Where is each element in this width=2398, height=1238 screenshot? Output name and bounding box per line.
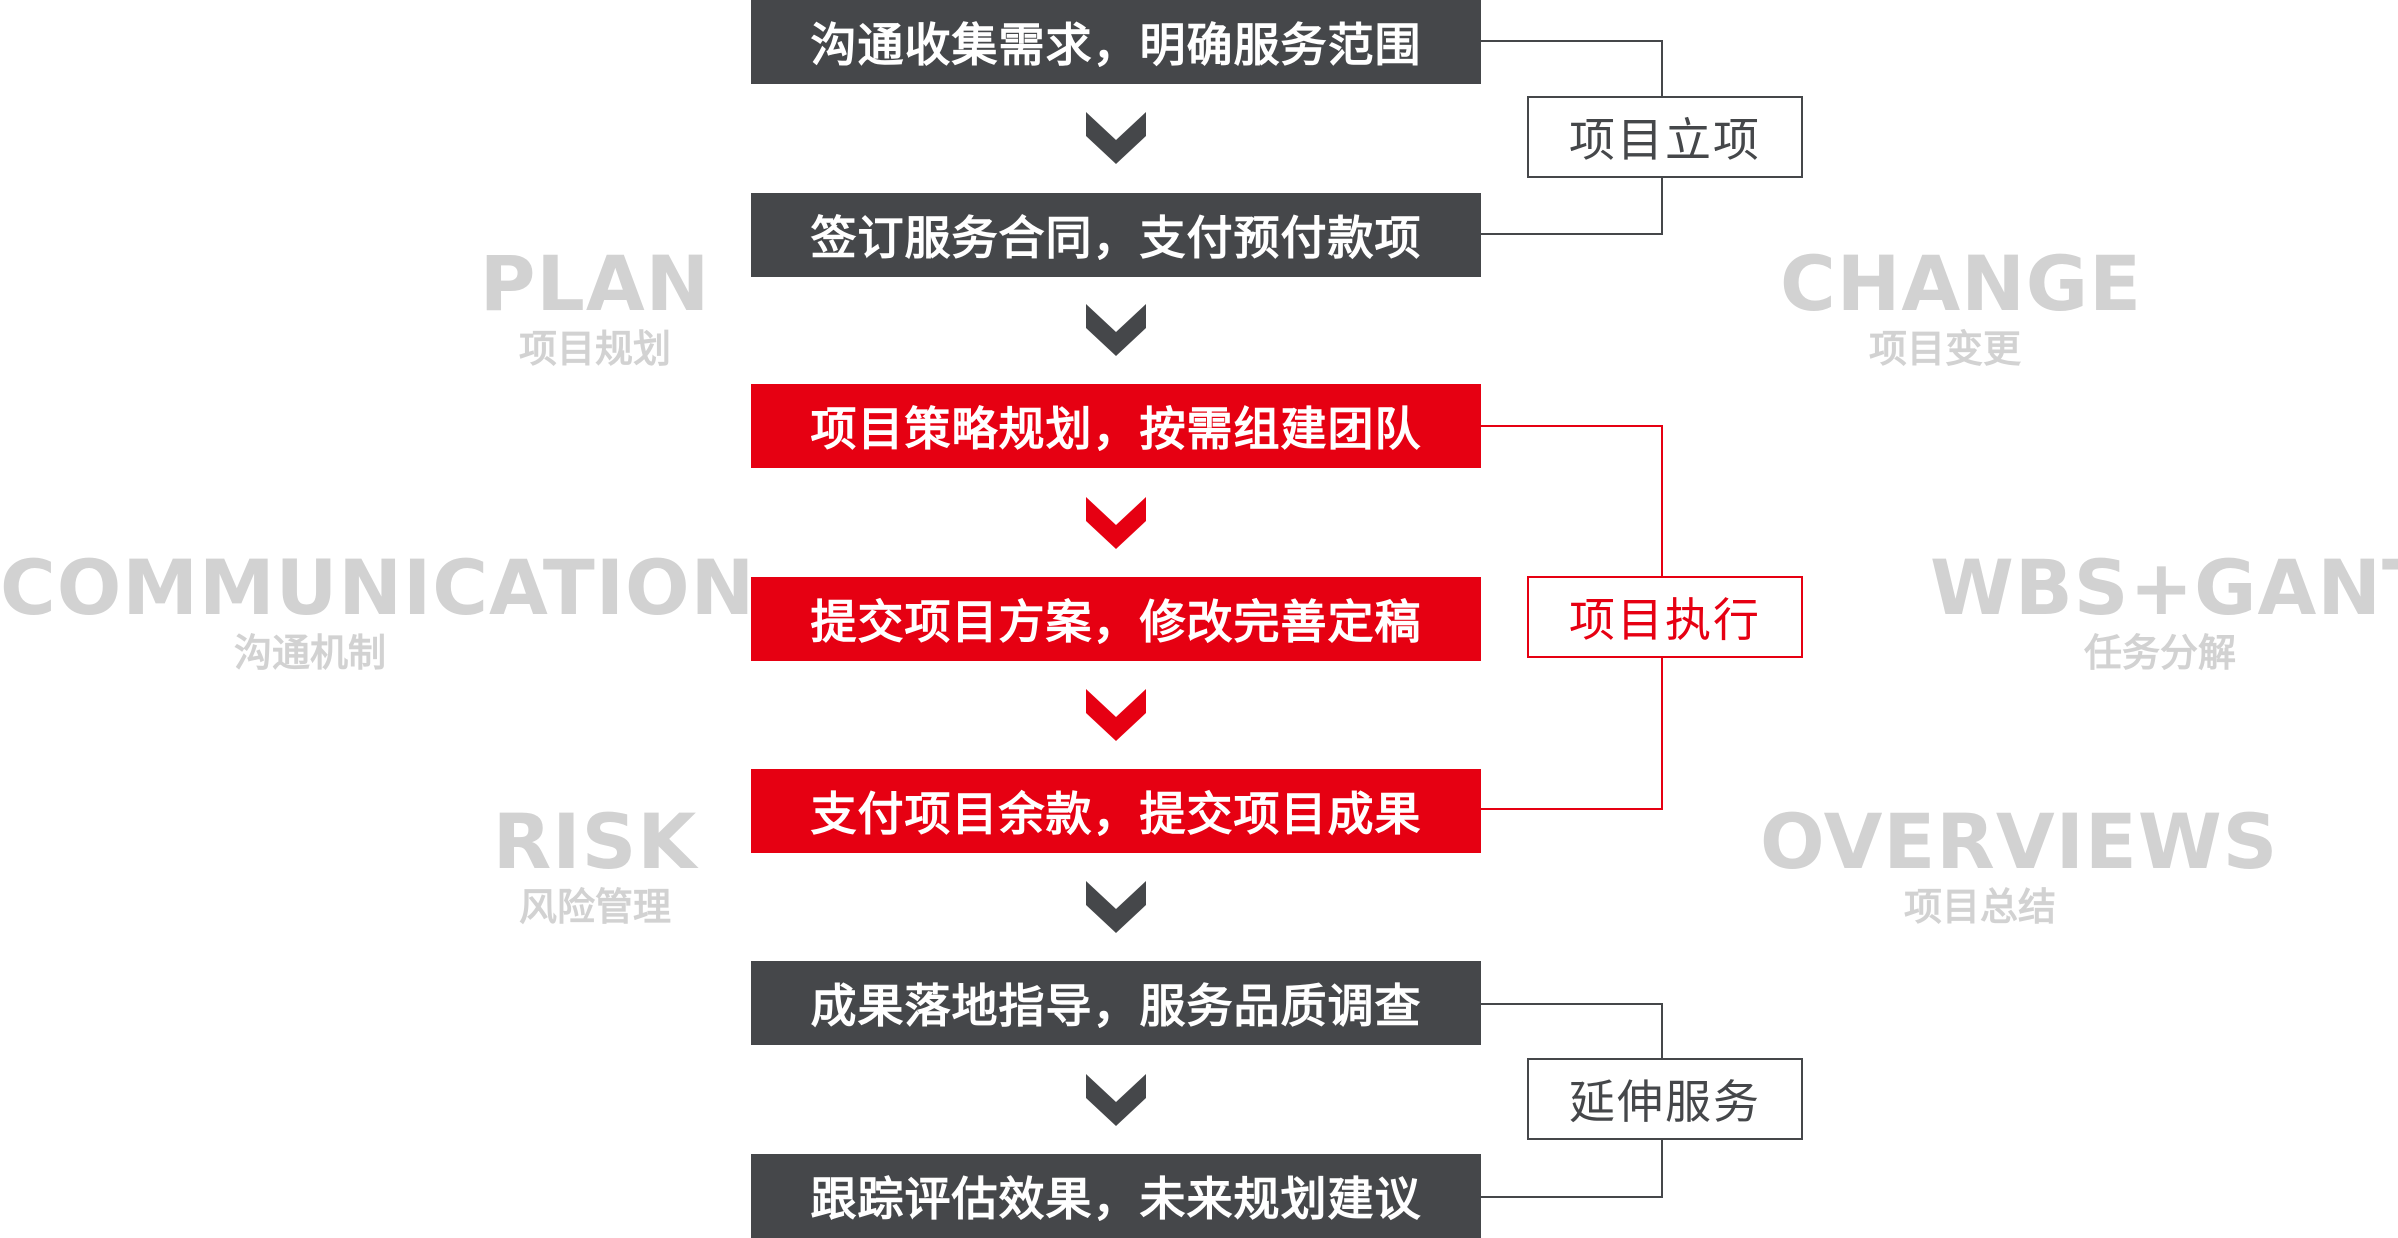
process-step-6: 成果落地指导，服务品质调查 <box>751 961 1481 1045</box>
side-label-wbs-cn: 任务分解 <box>2083 631 2236 675</box>
process-step-5: 支付项目余款，提交项目成果 <box>751 769 1481 853</box>
chevron-down-icon <box>1086 112 1146 164</box>
process-step-7: 跟踪评估效果，未来规划建议 <box>751 1154 1481 1238</box>
side-label-change: CHANGE 项目变更 <box>1780 239 2143 372</box>
side-label-risk-cn: 风险管理 <box>518 885 671 929</box>
side-label-plan: PLAN 项目规划 <box>440 244 750 372</box>
side-label-plan-cn: 项目规划 <box>518 327 671 371</box>
chevron-down-icon <box>1086 881 1146 933</box>
side-label-overviews-cn: 项目总结 <box>1903 885 2056 929</box>
process-step-1: 沟通收集需求，明确服务范围 <box>751 0 1481 84</box>
chevron-down-icon <box>1086 1074 1146 1126</box>
side-label-communication-en: COMMUNICATION <box>0 543 756 632</box>
phase-box-initiation: 项目立项 <box>1527 96 1803 178</box>
side-label-plan-en: PLAN <box>479 239 711 328</box>
process-step-2: 签订服务合同，支付预付款项 <box>751 193 1481 277</box>
side-label-change-en: CHANGE <box>1780 239 2143 328</box>
side-label-overviews-en: OVERVIEWS <box>1760 797 2279 886</box>
process-step-4: 提交项目方案，修改完善定稿 <box>751 577 1481 661</box>
chevron-down-icon <box>1086 689 1146 741</box>
side-label-risk: RISK 风险管理 <box>440 802 750 930</box>
side-label-risk-en: RISK <box>492 797 698 886</box>
side-label-change-cn: 项目变更 <box>1868 327 2021 371</box>
chevron-down-icon <box>1086 497 1146 549</box>
phase-box-execution: 项目执行 <box>1527 576 1803 658</box>
side-label-communication: COMMUNICATION 沟通机制 <box>0 543 756 676</box>
phase-box-extension: 延伸服务 <box>1527 1058 1803 1140</box>
side-label-wbs-en: WBS+GANTT <box>1930 543 2398 632</box>
side-label-wbs: WBS+GANTT 任务分解 <box>1930 543 2398 676</box>
process-step-3: 项目策略规划，按需组建团队 <box>751 384 1481 468</box>
side-label-overviews: OVERVIEWS 项目总结 <box>1760 797 2279 930</box>
chevron-down-icon <box>1086 304 1146 356</box>
side-label-communication-cn: 沟通机制 <box>233 631 386 675</box>
